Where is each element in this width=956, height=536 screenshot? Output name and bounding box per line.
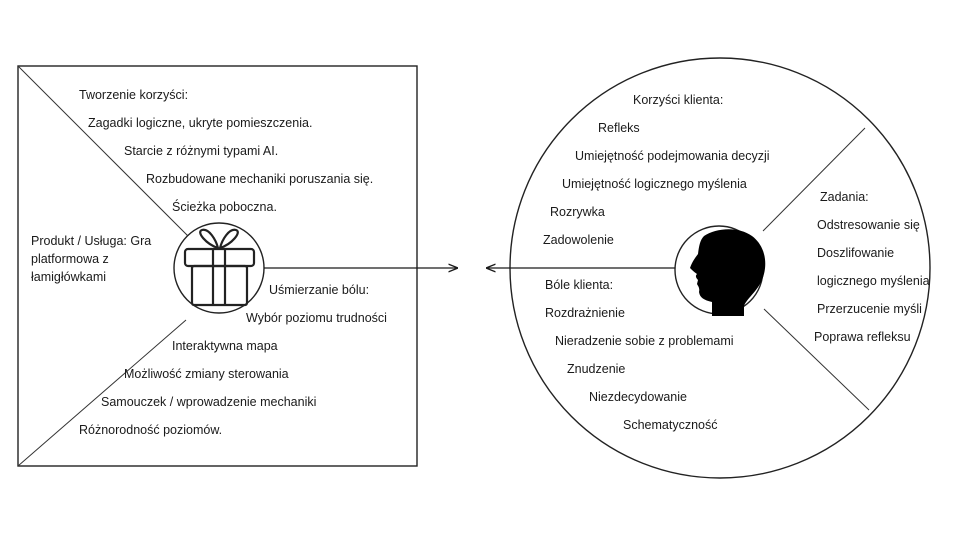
gain-creators-title: Tworzenie korzyści: xyxy=(79,88,189,102)
pains-jobs-divider xyxy=(763,308,870,411)
pain-reliever-item: Wybór poziomu trudności xyxy=(246,311,387,325)
gain-item: Umiejętność podejmowania decyzji xyxy=(575,149,770,163)
gains-title: Korzyści klienta: xyxy=(633,93,724,107)
pain-item: Nieradzenie sobie z problemami xyxy=(555,334,734,348)
value-map-square xyxy=(17,65,418,467)
job-item: Doszlifowanie xyxy=(817,246,895,260)
jobs-title: Zadania: xyxy=(820,190,869,204)
gain-item: Rozrywka xyxy=(550,205,605,219)
gain-item: Zadowolenie xyxy=(543,233,614,247)
gain-creator-item: Starcie z różnymi typami AI. xyxy=(124,144,279,158)
gain-item: Umiejętność logicznego myślenia xyxy=(562,177,747,191)
pains-title: Bóle klienta: xyxy=(545,278,614,292)
pain-reliever-item: Możliwość zmiany sterowania xyxy=(124,367,289,381)
pain-reliever-item: Samouczek / wprowadzenie mechaniki xyxy=(101,395,317,409)
gain-item: Refleks xyxy=(598,121,640,135)
job-item: logicznego myślenia xyxy=(817,274,930,288)
pain-item: Znudzenie xyxy=(567,362,626,376)
pain-relievers-title: Uśmierzanie bólu: xyxy=(269,283,370,297)
job-item: Przerzucenie myśli xyxy=(817,302,922,316)
product-label: Produkt / Usługa: Gra platformowa z łami… xyxy=(31,234,152,284)
pain-relievers-divider xyxy=(17,319,187,467)
pain-reliever-item: Interaktywna mapa xyxy=(172,339,278,353)
pain-item: Niezdecydowanie xyxy=(589,390,687,404)
job-item: Odstresowanie się xyxy=(817,218,920,232)
gains-jobs-divider xyxy=(762,127,866,232)
gain-creators-divider xyxy=(17,65,192,240)
job-item: Poprawa refleksu xyxy=(814,330,911,344)
gain-creator-item: Rozbudowane mechaniki poruszania się. xyxy=(146,172,374,186)
gift-icon xyxy=(183,228,256,307)
product-circle xyxy=(173,222,265,314)
head-silhouette-icon xyxy=(690,229,766,316)
pain-reliever-item: Różnorodność poziomów. xyxy=(79,423,223,437)
gain-creator-item: Zagadki logiczne, ukryte pomieszczenia. xyxy=(88,116,313,130)
pain-item: Rozdrażnienie xyxy=(545,306,625,320)
gain-creator-item: Ścieżka poboczna. xyxy=(172,200,277,214)
pain-item: Schematyczność xyxy=(623,418,718,432)
